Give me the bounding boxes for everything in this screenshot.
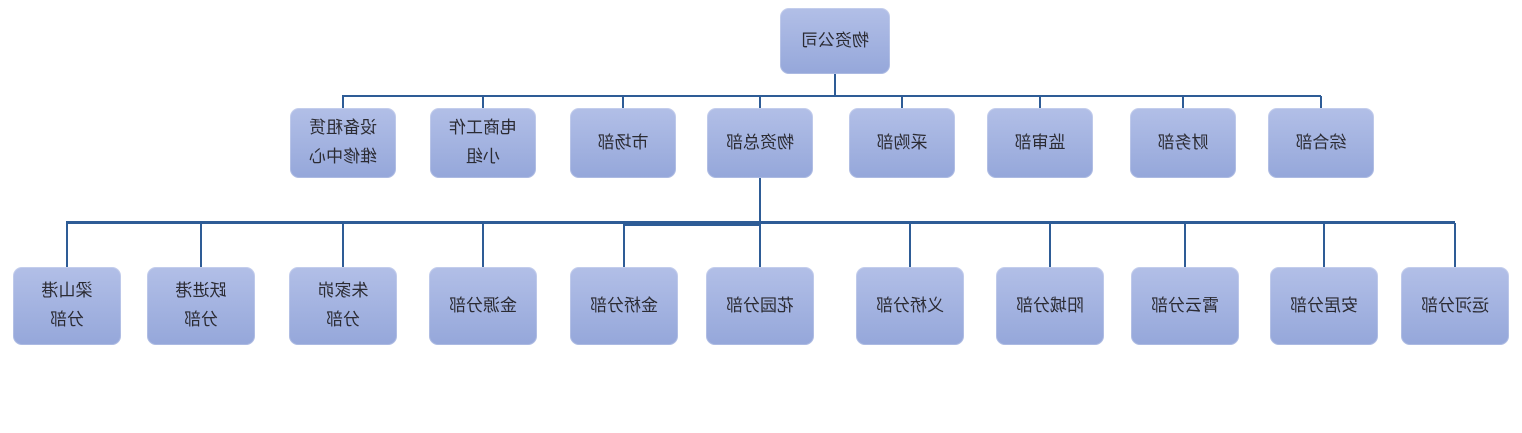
connector-drop <box>1454 223 1456 268</box>
org-node-l2-6: 电商工作 小组 <box>430 108 536 178</box>
connector-level2-bus <box>342 95 1321 97</box>
org-node-l3-1: 安居分部 <box>1270 267 1378 345</box>
org-node-l3-5: 花园分部 <box>706 267 814 345</box>
connector-drop <box>1323 223 1325 268</box>
connector-drop <box>200 223 202 268</box>
org-node-l3-2: 霄云分部 <box>1131 267 1239 345</box>
org-node-l2-3: 采购部 <box>849 108 955 178</box>
connector-drop <box>1184 223 1186 268</box>
org-node-l3-10: 梁山港 分部 <box>13 267 121 345</box>
org-node-l2-7: 设备租赁 维修中心 <box>290 108 396 178</box>
connector-level3-bus-thick-segment <box>623 221 760 226</box>
connector-drop <box>66 223 68 268</box>
org-node-l3-9: 跃进港 分部 <box>147 267 255 345</box>
org-node-l2-4: 物资总部 <box>707 108 813 178</box>
org-node-l3-7: 金源分部 <box>429 267 537 345</box>
connector-drop <box>623 223 625 268</box>
connector-drop <box>909 223 911 268</box>
org-node-l3-3: 阳城分部 <box>996 267 1104 345</box>
org-node-l2-1: 财务部 <box>1130 108 1236 178</box>
connector-materials-hq-stem <box>759 178 761 223</box>
org-node-l2-0: 综合部 <box>1268 108 1374 178</box>
connector-drop <box>342 223 344 268</box>
org-node-l3-4: 义桥分部 <box>856 267 964 345</box>
connector-drop <box>482 223 484 268</box>
org-node-root: 物资公司 <box>780 8 890 74</box>
org-node-l2-5: 市场部 <box>570 108 676 178</box>
org-node-l3-8: 朱家峁 分部 <box>289 267 397 345</box>
org-node-l2-2: 监审部 <box>987 108 1093 178</box>
connector-drop <box>759 223 761 268</box>
connector-root-stem <box>834 74 836 97</box>
org-node-l3-0: 运河分部 <box>1401 267 1509 345</box>
org-node-l3-6: 金桥分部 <box>570 267 678 345</box>
connector-drop <box>1049 223 1051 268</box>
